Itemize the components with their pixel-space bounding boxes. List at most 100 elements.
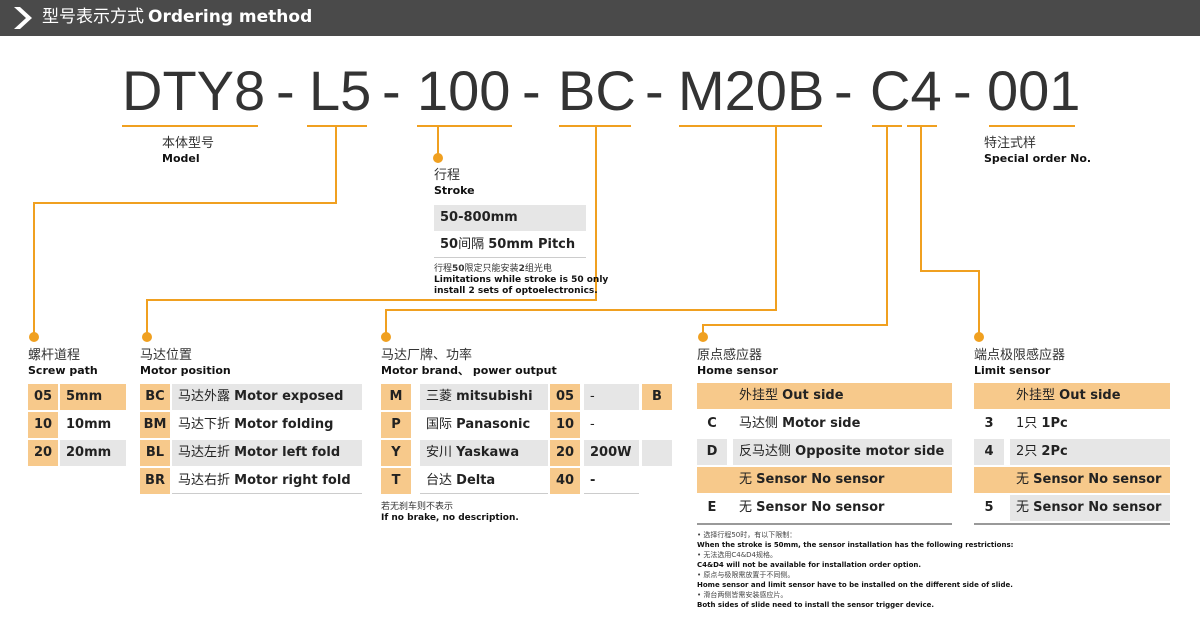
motor-brand-name: 台达 Delta [420,468,548,494]
limit-sensor-desc: 2只 2Pc [1010,439,1170,465]
special-label: 特注式样 Special order No. [984,136,1092,165]
wire-motor-brand [385,309,777,311]
wire-screw [33,202,337,204]
code-dash: - [645,59,664,122]
motor-power-code: 40 [550,468,580,494]
title-cn: 型号表示方式 [42,7,144,27]
wire-dot [433,153,443,163]
code-dash: - [953,59,972,122]
screw-value: 20mm [60,440,126,466]
motor-pos-code: BR [140,468,170,494]
limit-sensor-desc: 无 Sensor No sensor [1010,495,1170,521]
code-motor-pos: BC [558,59,636,122]
screw-code: 10 [28,412,58,438]
motor-brand-code: P [381,412,411,438]
chevron-right-icon [14,7,32,29]
wire-motor-pos [595,126,597,301]
home-sensor-desc: 马达侧 Motor side [733,411,952,437]
motor-pos-label: 马达位置 Motor position [140,348,231,377]
motor-brand-code: T [381,468,411,494]
divider [697,523,952,525]
stroke-pitch: 50间隔 50mm Pitch [434,232,586,258]
wire-limit [978,270,980,335]
home-sensor-label: 原点感应器 Home sensor [697,348,778,377]
home-sensor-code: D [697,439,727,465]
screw-code: 20 [28,440,58,466]
code-model: DTY8 [122,59,266,122]
underline-limit [907,125,937,127]
wire-motor-brand [385,309,387,335]
wire-limit [920,270,980,272]
motor-brake-code: B [642,384,672,410]
wire-limit [920,126,922,272]
wire-home [886,126,888,326]
wire-dot [142,332,152,342]
wire-stroke [437,126,439,156]
home-sensor-notes: • 选择行程50时，有以下限制： When the stroke is 50mm… [697,531,1014,609]
motor-pos-desc: 马达右折 Motor right fold [172,468,362,494]
motor-pos-desc: 马达左折 Motor left fold [172,440,362,466]
limit-sensor-row: 无 Sensor No sensor [974,467,1170,493]
underline-model [122,125,258,127]
code-dash: - [834,59,853,122]
motor-power-value: - [584,384,639,410]
home-sensor-row: 外挂型 Out side [697,383,952,409]
code-stroke: 100 [417,59,511,122]
wire-home [702,324,888,326]
motor-brand-code: M [381,384,411,410]
code-screw: L5 [309,59,372,122]
underline-special [989,125,1075,127]
underline-motor-brand [679,125,822,127]
home-sensor-row: 无 Sensor No sensor [697,467,952,493]
motor-brand-label: 马达厂牌、功率 Motor brand、 power output [381,348,557,377]
underline-stroke [417,125,512,127]
brake-note: 若无刹车则不表示 If no brake, no description. [381,502,519,523]
motor-power-code: 20 [550,440,580,466]
screw-label: 螺杆道程 Screw path [28,348,98,377]
motor-pos-code: BL [140,440,170,466]
wire-screw [335,126,337,204]
limit-sensor-label: 端点极限感应器 Limit sensor [974,348,1066,377]
motor-power-value: - [584,412,639,438]
stroke-note: 行程50限定只能安装2组光电 Limitations while stroke … [434,264,609,296]
wire-dot [974,332,984,342]
code-dash: - [276,59,295,122]
screw-code: 05 [28,384,58,410]
motor-power-value: - [584,468,639,494]
motor-pos-desc: 马达外露 Motor exposed [172,384,362,410]
screw-value: 10mm [60,412,126,438]
wire-motor-pos [146,299,597,301]
limit-sensor-row: 外挂型 Out side [974,383,1170,409]
home-sensor-code: E [697,495,727,521]
home-sensor-desc: 反马达侧 Opposite motor side [733,439,952,465]
motor-brand-name: 国际 Panasonic [420,412,548,438]
stroke-label: 行程 Stroke [434,168,475,197]
limit-sensor-code: 4 [974,439,1004,465]
wire-screw [33,202,35,334]
wire-home [702,324,704,335]
code-dash: - [382,59,401,122]
code-motor-brand: M20B [678,59,825,122]
limit-sensor-desc: 1只 1Pc [1010,411,1170,437]
motor-pos-code: BC [140,384,170,410]
limit-sensor-code: 5 [974,495,1004,521]
code-special: 001 [987,59,1081,122]
motor-brand-name: 三菱 mitsubishi [420,384,548,410]
wire-dot [381,332,391,342]
motor-power-code: 10 [550,412,580,438]
motor-brake-empty [642,440,672,466]
underline-screw [307,125,367,127]
home-sensor-desc: 无 Sensor No sensor [733,495,952,521]
motor-brand-code: Y [381,440,411,466]
motor-pos-desc: 马达下折 Motor folding [172,412,362,438]
motor-pos-code: BM [140,412,170,438]
motor-power-code: 05 [550,384,580,410]
limit-sensor-code: 3 [974,411,1004,437]
wire-motor-brand [775,126,777,311]
model-label: 本体型号 Model [162,136,215,165]
title-en: Ordering method [148,7,313,27]
motor-brand-name: 安川 Yaskawa [420,440,548,466]
wire-motor-pos [146,299,148,335]
